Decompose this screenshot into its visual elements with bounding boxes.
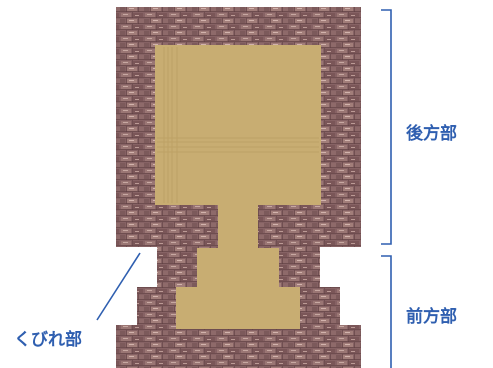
front-section-label: 前方部 [406, 306, 457, 327]
interior-grid-lines [157, 47, 319, 203]
annotations [96, 9, 392, 368]
waist-section-label: くびれ部 [14, 329, 82, 350]
front-base-wall [116, 325, 361, 368]
waist-pointer-line [96, 252, 141, 321]
front-interior [176, 287, 300, 329]
neck-interior [218, 205, 258, 250]
rear-interior [155, 45, 321, 205]
waist-interior [197, 248, 279, 288]
mound-interior-fill [155, 45, 321, 329]
front-bracket [381, 255, 392, 368]
rear-bracket [381, 9, 392, 245]
rear-section-label: 後方部 [406, 123, 457, 144]
